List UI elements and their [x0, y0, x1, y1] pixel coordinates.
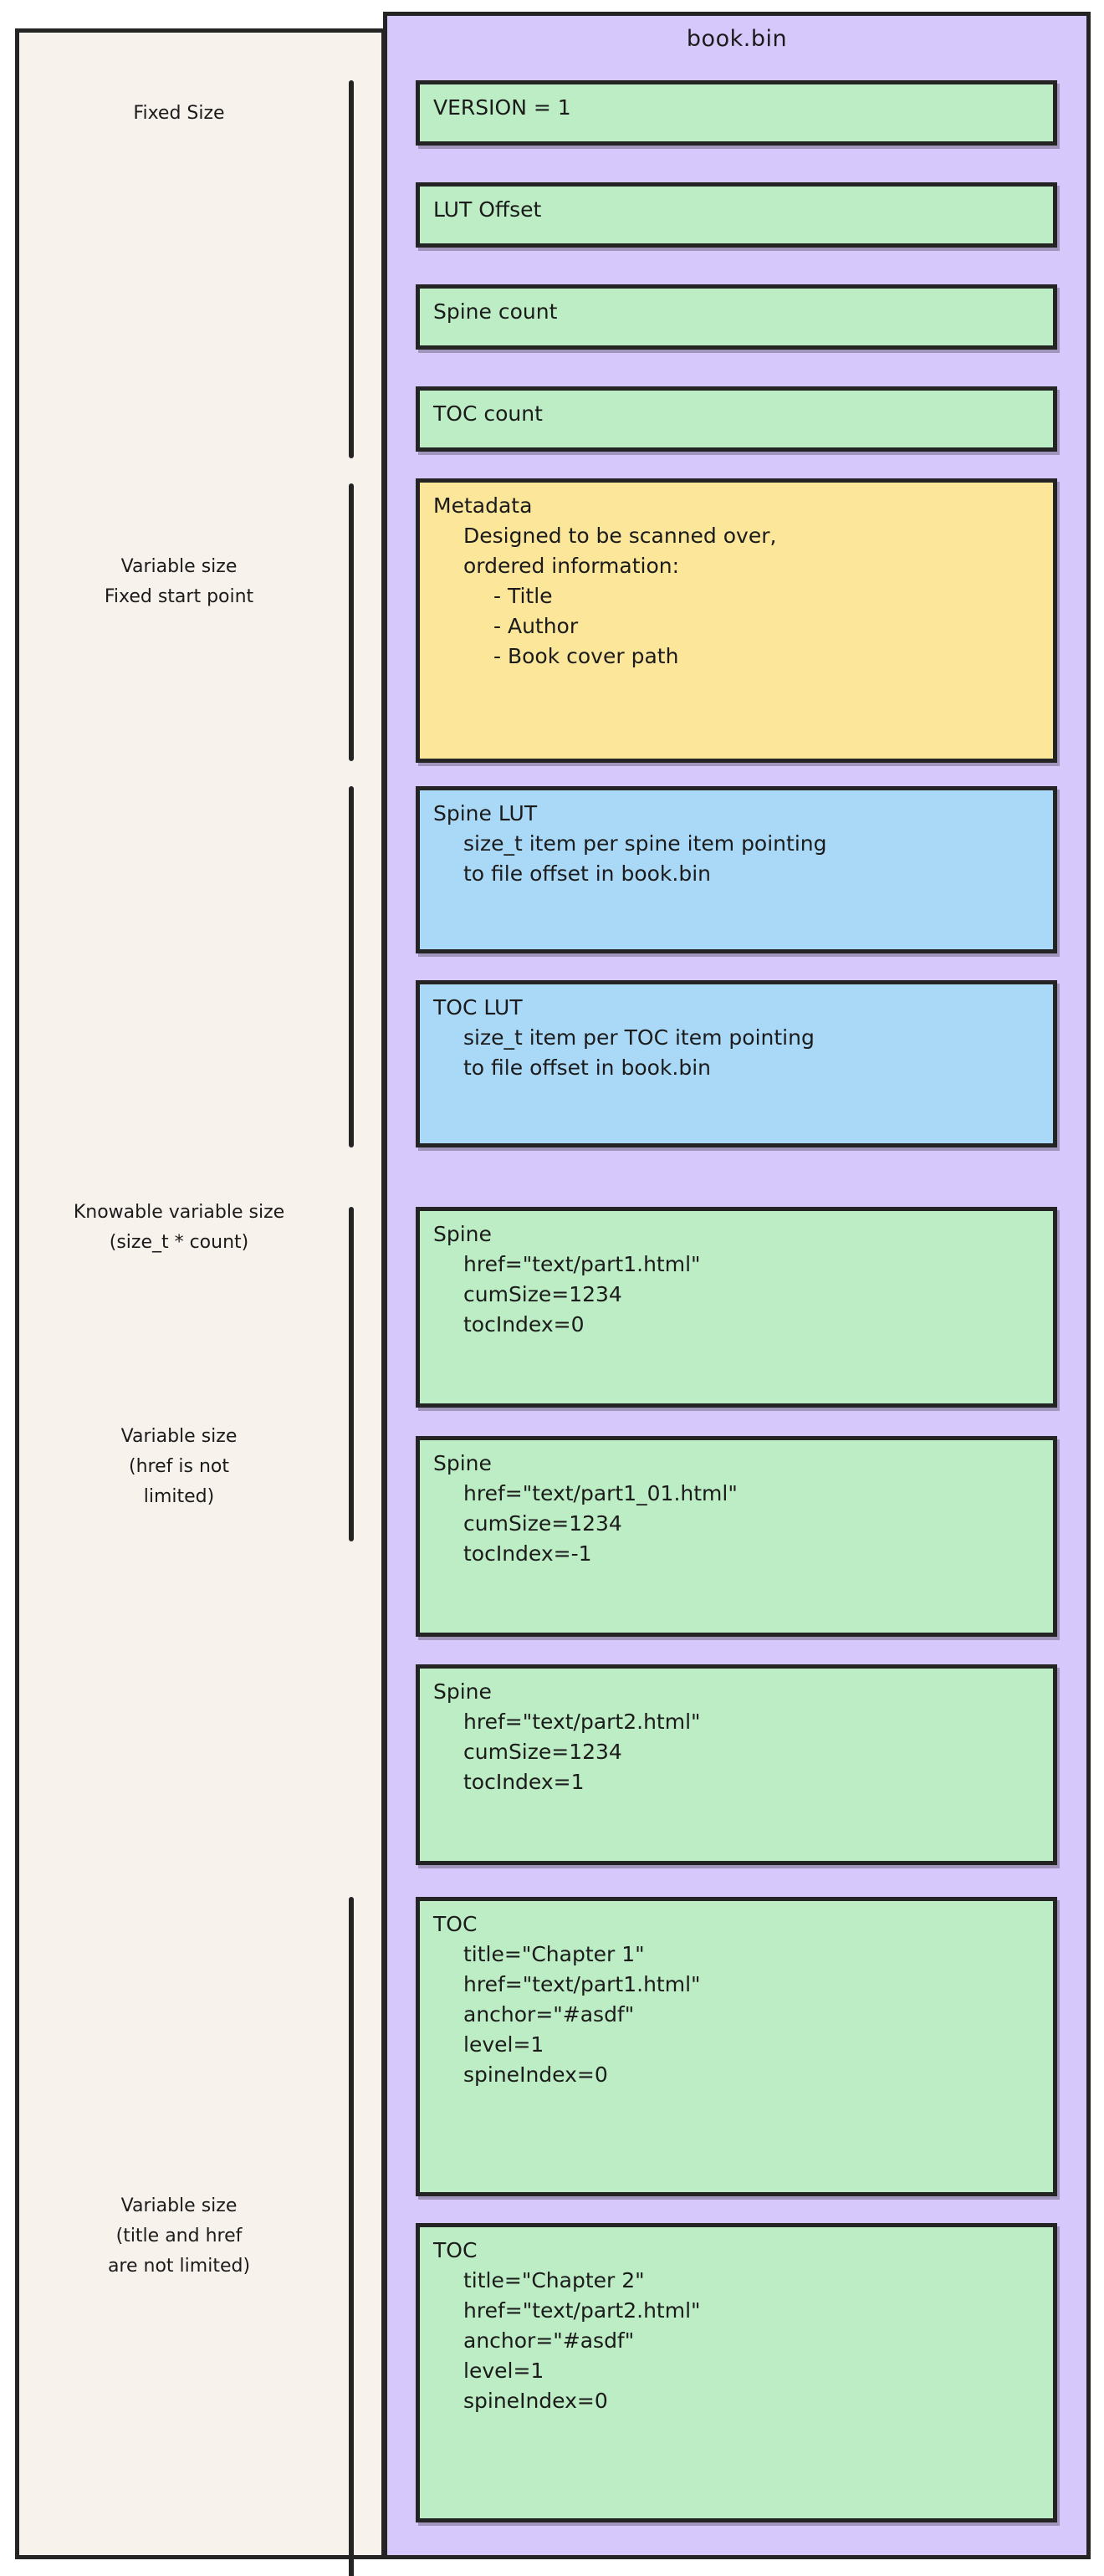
block-version: VERSION = 1: [416, 80, 1057, 146]
block-line: size_t item per spine item pointing: [463, 831, 827, 856]
block-spine-count: Spine count: [416, 284, 1057, 350]
block-line: href="text/part1.html": [463, 1972, 701, 1996]
block-line: anchor="#asdf": [463, 2002, 635, 2027]
block-line: href="text/part1.html": [463, 1252, 701, 1276]
block-line: Designed to be scanned over,: [463, 524, 777, 548]
block-line: cumSize=1234: [463, 1511, 622, 1536]
block-line: level=1: [463, 2359, 544, 2383]
block-header: TOC: [433, 2238, 478, 2262]
block-lut-offset: LUT Offset: [416, 182, 1057, 248]
block-line: cumSize=1234: [463, 1282, 622, 1306]
block-toc-count: TOC count: [416, 386, 1057, 452]
block-toc-lut: TOC LUT size_t item per TOC item pointin…: [416, 980, 1057, 1147]
brace-fixed-size: [349, 80, 354, 458]
block-header: TOC count: [433, 401, 543, 426]
block-spine-lut: Spine LUT size_t item per spine item poi…: [416, 786, 1057, 953]
block-line: href="text/part2.html": [463, 1710, 701, 1734]
block-line: to file offset in book.bin: [463, 1055, 712, 1080]
brace-variable-size-title-href: [349, 1897, 354, 2576]
group-label-knowable-variable-size: Knowable variable size (size_t * count): [73, 1202, 285, 1253]
block-line: title="Chapter 1": [463, 1942, 645, 1966]
left-annotation-panel: [15, 28, 386, 2559]
block-header: Spine: [433, 1451, 492, 1475]
block-header: Spine: [433, 1679, 492, 1704]
block-header: TOC LUT: [433, 995, 523, 1020]
block-line: anchor="#asdf": [463, 2328, 635, 2353]
block-line: title="Chapter 2": [463, 2268, 645, 2292]
block-header: TOC: [433, 1912, 478, 1936]
block-header: Spine: [433, 1222, 492, 1246]
block-line: size_t item per TOC item pointing: [463, 1025, 815, 1050]
block-toc-1: TOC title="Chapter 1" href="text/part1.h…: [416, 1897, 1057, 2196]
block-line: cumSize=1234: [463, 1740, 622, 1764]
brace-variable-size-href: [349, 1207, 354, 1541]
block-spine-2: Spine href="text/part1_01.html" cumSize=…: [416, 1436, 1057, 1637]
page-title: book.bin: [686, 26, 788, 52]
block-line: href="text/part1_01.html": [463, 1481, 738, 1505]
group-label-fixed-size: Fixed Size: [133, 103, 225, 124]
block-bullet: - Title: [493, 584, 553, 608]
block-line: tocIndex=0: [463, 1312, 585, 1337]
block-line: to file offset in book.bin: [463, 861, 712, 886]
block-header: VERSION = 1: [433, 95, 571, 120]
block-header: Spine count: [433, 299, 558, 324]
group-label-variable-size-title-href: Variable size (title and href are not li…: [107, 2195, 251, 2277]
block-line: ordered information:: [463, 554, 680, 578]
block-bullet: - Author: [493, 614, 579, 638]
brace-knowable-variable-size: [349, 786, 354, 1147]
block-line: spineIndex=0: [463, 2062, 608, 2087]
block-line: href="text/part2.html": [463, 2298, 701, 2323]
block-header: Spine LUT: [433, 801, 538, 825]
block-toc-2: TOC title="Chapter 2" href="text/part2.h…: [416, 2223, 1057, 2522]
block-line: tocIndex=1: [463, 1770, 585, 1794]
block-header: Metadata: [433, 493, 533, 518]
block-line: tocIndex=-1: [463, 1541, 592, 1566]
block-bullet: - Book cover path: [493, 644, 679, 668]
brace-variable-fixed-start: [349, 483, 354, 761]
block-header: LUT Offset: [433, 197, 542, 222]
group-label-variable-size-href: Variable size (href is not limited): [120, 1426, 238, 1507]
block-metadata: Metadata Designed to be scanned over, or…: [416, 478, 1057, 763]
block-line: level=1: [463, 2032, 544, 2057]
group-label-variable-fixed-start: Variable size Fixed start point: [104, 556, 254, 607]
block-spine-3: Spine href="text/part2.html" cumSize=123…: [416, 1664, 1057, 1865]
block-line: spineIndex=0: [463, 2389, 608, 2413]
block-spine-1: Spine href="text/part1.html" cumSize=123…: [416, 1207, 1057, 1408]
